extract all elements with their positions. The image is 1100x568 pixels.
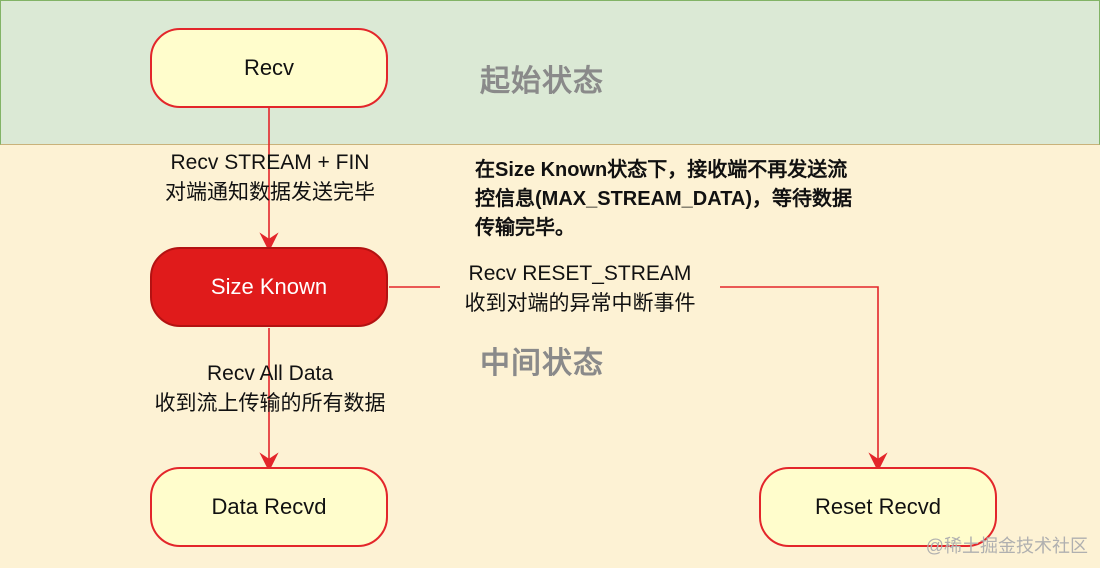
state-size-known: Size Known [150, 247, 388, 327]
transition-label-reset-stream: Recv RESET_STREAM 收到对端的异常中断事件 [440, 259, 720, 319]
transition-label-stream-fin: Recv STREAM + FIN 对端通知数据发送完毕 [140, 148, 400, 208]
section-label-initial: 起始状态 [480, 64, 604, 99]
section-label-intermediate: 中间状态 [480, 346, 604, 381]
transition-stream-fin-line1: Recv STREAM + FIN [170, 151, 370, 174]
transition-all-data-line1: Recv All Data [206, 362, 334, 385]
note-line2: 控信息(MAX_STREAM_DATA)，等待数据 [475, 188, 853, 210]
note-line1: 在Size Known状态下，接收端不再发送流 [475, 159, 848, 181]
watermark: @稀土掘金技术社区 [925, 536, 1088, 556]
transition-all-data-line2: 收到流上传输的所有数据 [154, 392, 386, 415]
transition-reset-stream-line2: 收到对端的异常中断事件 [464, 292, 696, 315]
state-reset-recvd: Reset Recvd [759, 467, 997, 547]
size-known-note: 在Size Known状态下，接收端不再发送流 控信息(MAX_STREAM_D… [475, 156, 852, 243]
state-data-recvd: Data Recvd [150, 467, 388, 547]
transition-reset-stream-line1: Recv RESET_STREAM [468, 262, 692, 285]
transition-stream-fin-line2: 对端通知数据发送完毕 [165, 181, 375, 204]
note-line3: 传输完毕。 [475, 217, 575, 239]
state-recv: Recv [150, 28, 388, 108]
transition-label-all-data: Recv All Data 收到流上传输的所有数据 [130, 359, 410, 419]
